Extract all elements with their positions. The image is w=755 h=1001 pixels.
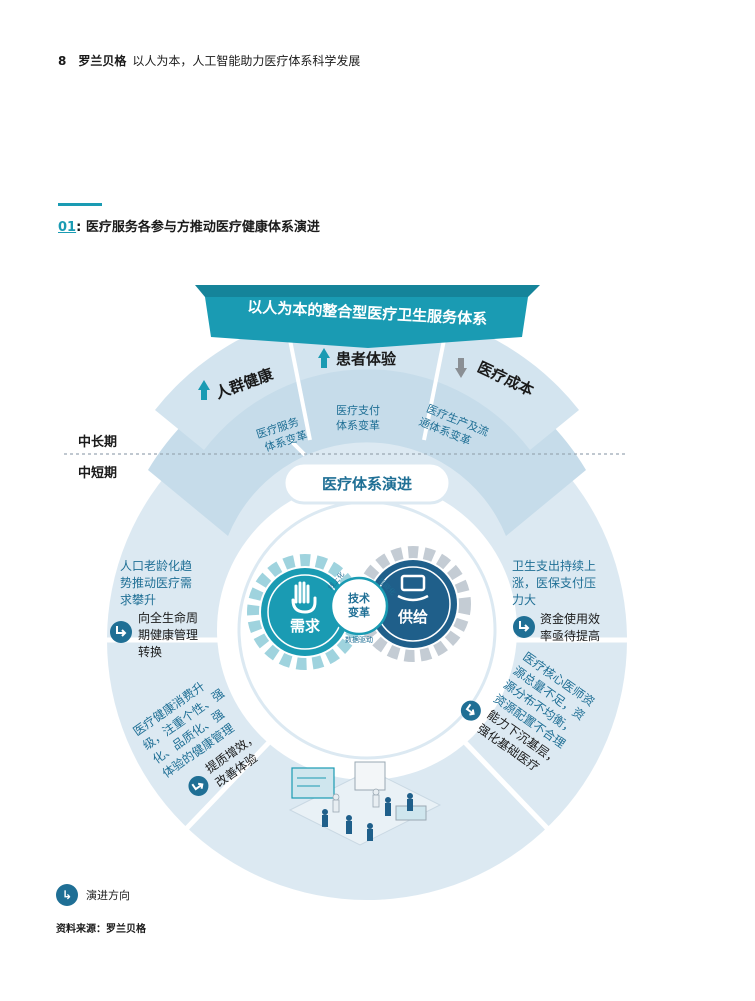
source-note: 资料来源：罗兰贝格: [56, 920, 146, 935]
right-top-trend2: 率亟待提高: [540, 628, 600, 643]
left-top-trend1: 向全生命周: [138, 610, 198, 625]
right-top-line1: 卫生支出持续上: [512, 558, 596, 573]
left-top-line1: 人口老龄化趋: [120, 559, 192, 573]
demand-label: 需求: [290, 617, 321, 635]
cabinet-icon: [355, 762, 385, 790]
tech-change-line2: 变革: [348, 605, 370, 619]
screen-icon: [292, 768, 334, 798]
data-driven-label: 数据驱动: [345, 635, 373, 644]
goal-label: 患者体验: [336, 350, 397, 368]
supply-label: 供给: [397, 608, 428, 626]
legend-label: 演进方向: [86, 887, 130, 903]
tech-change-line1: 技术: [348, 591, 370, 605]
right-top-trend1: 资金使用效: [540, 611, 600, 626]
left-top-trend2: 期健康管理: [138, 627, 198, 642]
right-top-line3: 力大: [512, 593, 536, 607]
left-top-line3: 求攀升: [120, 593, 156, 607]
reform-payment-line2: 体系变革: [336, 418, 380, 432]
legend: ↳ 演进方向: [56, 884, 130, 906]
right-top-line2: 涨，医保支付压: [512, 575, 596, 590]
evolution-direction-icon: ↳: [56, 884, 78, 906]
left-top-line2: 势推动医疗需: [120, 576, 192, 590]
reform-payment-line1: 医疗支付: [336, 403, 380, 417]
left-top-trend3: 转换: [138, 644, 162, 659]
center-title: 医疗体系演进: [322, 475, 412, 493]
